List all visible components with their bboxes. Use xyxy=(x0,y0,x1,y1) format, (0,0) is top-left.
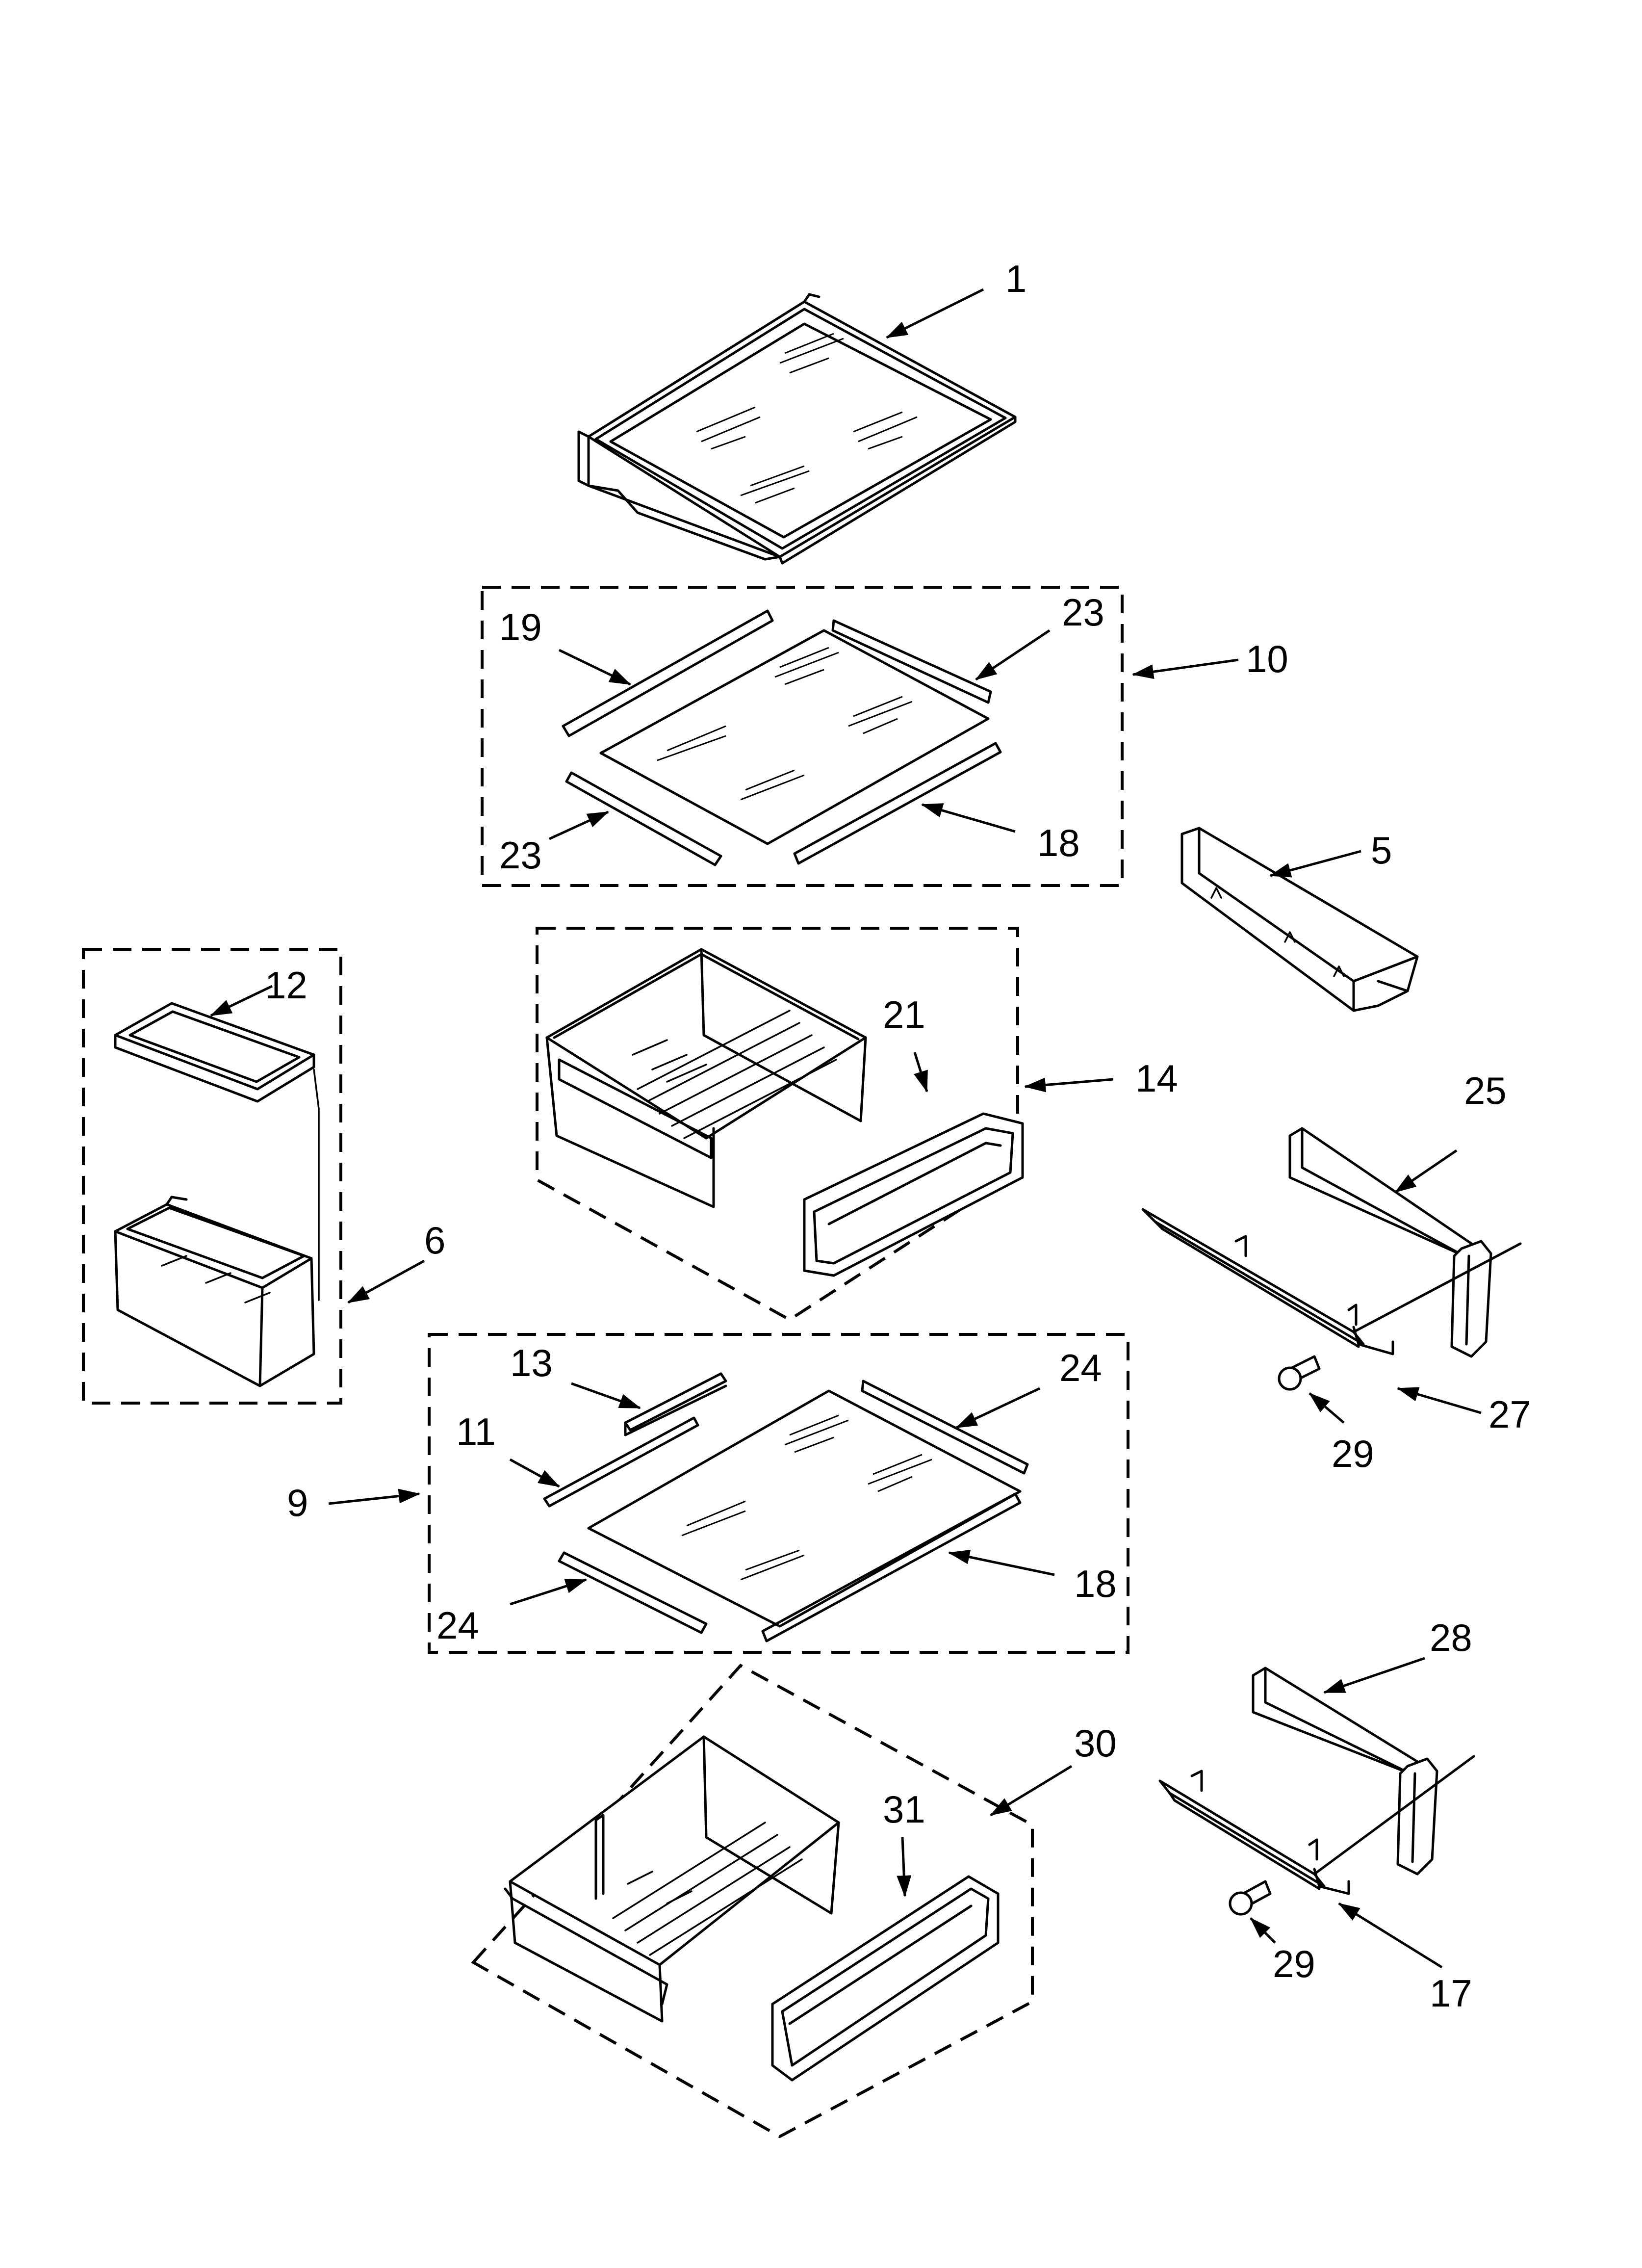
callout-29b: 29 xyxy=(1273,1942,1315,1985)
callout-27: 27 xyxy=(1488,1393,1531,1436)
callout-25: 25 xyxy=(1464,1069,1507,1112)
callout-6: 6 xyxy=(424,1219,445,1262)
callout-10: 10 xyxy=(1246,637,1288,680)
callout-5: 5 xyxy=(1371,829,1392,872)
callout-30: 30 xyxy=(1074,1721,1117,1765)
callout-31: 31 xyxy=(883,1788,925,1831)
callout-19: 19 xyxy=(499,605,542,649)
part-10-glass-shelf-kit: 19 23 23 18 10 xyxy=(481,586,1288,887)
part-5-rail: 5 xyxy=(1180,827,1419,1012)
callout-1: 1 xyxy=(1005,257,1026,300)
callout-18a: 18 xyxy=(1037,821,1080,864)
callout-28: 28 xyxy=(1430,1616,1472,1659)
callout-23a: 23 xyxy=(1062,591,1104,634)
callout-21: 21 xyxy=(883,993,925,1036)
callout-13: 13 xyxy=(510,1341,553,1384)
part-9-glass-shelf-kit: 13 11 24 9 24 18 xyxy=(287,1333,1129,1654)
callout-14: 14 xyxy=(1135,1057,1178,1100)
callout-11: 11 xyxy=(456,1410,496,1453)
callout-17: 17 xyxy=(1430,1972,1472,2015)
callout-12: 12 xyxy=(265,964,308,1007)
callout-9: 9 xyxy=(287,1481,308,1524)
part-25-27-slide-assembly: 25 27 29 xyxy=(1141,1069,1531,1475)
part-30-crisper-assembly: 31 30 xyxy=(471,1664,1117,2138)
part-6-bin-assembly: 12 6 xyxy=(82,948,445,1405)
callout-23b: 23 xyxy=(499,834,542,877)
callout-24a: 24 xyxy=(1059,1346,1102,1389)
part-14-crisper-assembly: 21 14 xyxy=(536,927,1178,1322)
callout-24b: 24 xyxy=(436,1604,479,1647)
callout-29a: 29 xyxy=(1332,1432,1374,1475)
part-1-shelf-assembly: 1 xyxy=(577,257,1026,565)
callout-18b: 18 xyxy=(1074,1562,1117,1605)
part-28-17-slide-assembly: 28 17 29 xyxy=(1158,1616,1475,2015)
